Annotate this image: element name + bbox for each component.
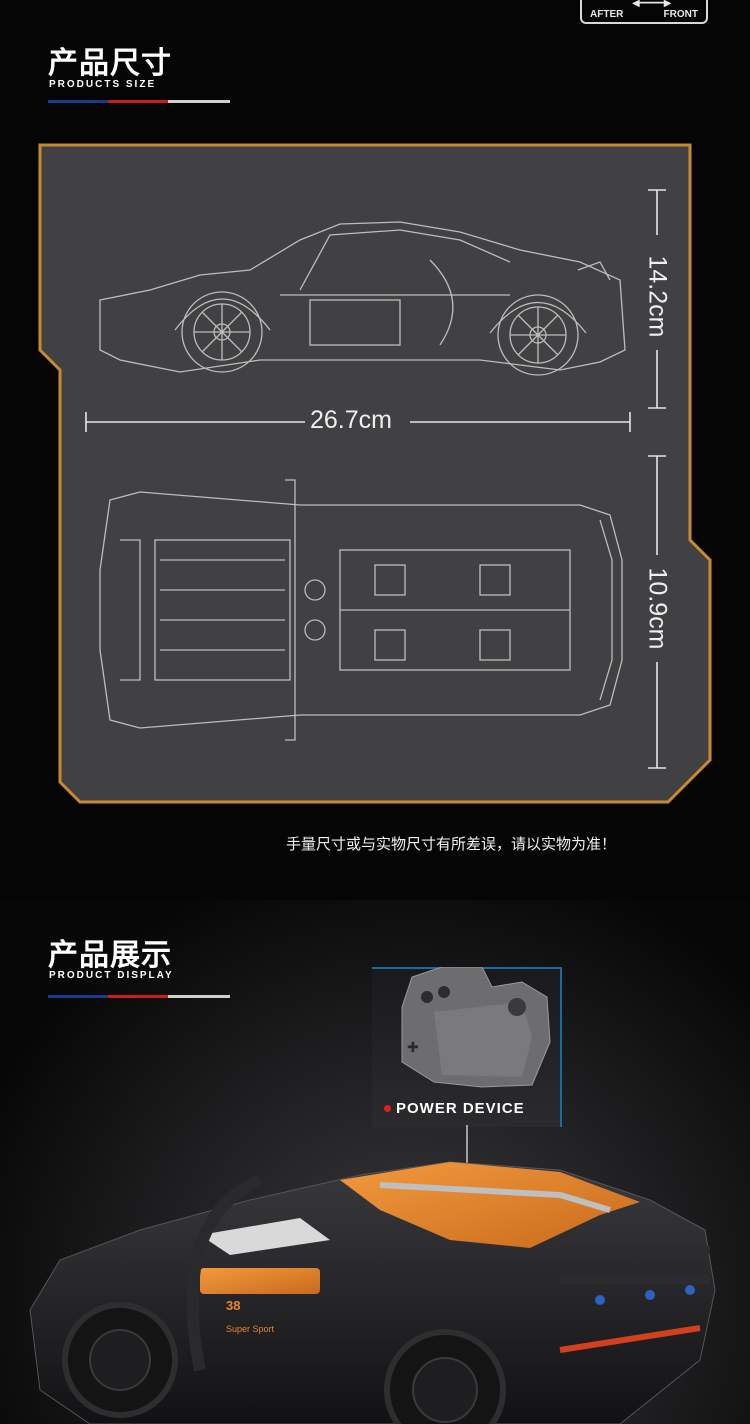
- dimension-lines: [85, 189, 666, 769]
- display-section-underline: [48, 995, 230, 998]
- car-top-view: [99, 479, 623, 741]
- width-dimension-label: 10.9cm: [643, 567, 672, 650]
- power-device-label: POWER DEVICE: [396, 1100, 525, 1117]
- power-device-image: ✚: [401, 967, 551, 1088]
- size-section-title: 产品尺寸: [48, 46, 172, 81]
- badge-after-label: AFTER: [590, 9, 624, 20]
- display-section-title: 产品展示: [48, 938, 172, 973]
- badge-labels: AFTER FRONT: [582, 9, 706, 20]
- power-device-dot-icon: [384, 1105, 391, 1112]
- blueprint-panel: [38, 143, 712, 804]
- size-section-subtitle: PRODUCTS SIZE: [49, 79, 157, 90]
- car-decal-number: 38: [226, 1298, 241, 1313]
- car-side-view: [99, 221, 626, 376]
- front-after-badge: ◀━━━━▶ AFTER FRONT: [580, 0, 708, 24]
- size-section-underline: [48, 100, 230, 103]
- blueprint-frame: [38, 143, 712, 804]
- car-decal-text: Super Sport: [226, 1324, 275, 1334]
- arrows-icon: ◀━━━━▶: [632, 0, 672, 9]
- svg-text:✚: ✚: [407, 1040, 419, 1056]
- badge-front-label: FRONT: [663, 9, 698, 20]
- display-section-subtitle: PRODUCT DISPLAY: [49, 970, 174, 981]
- length-dimension-label: 26.7cm: [310, 406, 392, 434]
- height-dimension-label: 14.2cm: [643, 255, 672, 338]
- car-product-render: [29, 1161, 716, 1424]
- measurement-disclaimer: 手量尺寸或与实物尺寸有所差误，请以实物为准！: [286, 835, 617, 853]
